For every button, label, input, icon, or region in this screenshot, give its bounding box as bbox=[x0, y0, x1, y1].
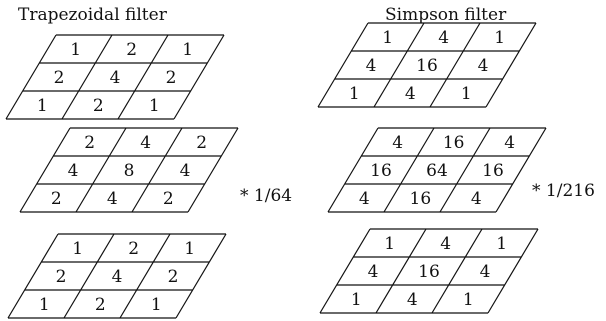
grid-slant-line bbox=[439, 127, 491, 213]
cell-value: 1 bbox=[461, 84, 472, 104]
cell-value: 1 bbox=[37, 96, 48, 116]
cell-value: 1 bbox=[463, 290, 474, 310]
grid-slant-line bbox=[487, 228, 539, 314]
grid-slant-line bbox=[19, 127, 71, 213]
cell-value: 2 bbox=[166, 68, 177, 88]
cell-value: 2 bbox=[56, 267, 67, 287]
cell-value: 4 bbox=[407, 290, 418, 310]
cell-value: 1 bbox=[70, 40, 81, 60]
grid-slant-line bbox=[117, 34, 169, 120]
grid-slant-line bbox=[485, 22, 537, 108]
cell-value: 8 bbox=[124, 161, 135, 181]
grid-slant-line bbox=[431, 228, 483, 314]
grid-slant-line bbox=[131, 127, 183, 213]
cell-value: 2 bbox=[84, 133, 95, 153]
grid-slant-line bbox=[63, 233, 115, 319]
cell-value: 1 bbox=[351, 290, 362, 310]
cell-value: 4 bbox=[359, 189, 370, 209]
cell-value: 4 bbox=[107, 189, 118, 209]
grid-slant-line bbox=[175, 233, 227, 319]
cell-value: 1 bbox=[349, 84, 360, 104]
grid-slant-line bbox=[317, 22, 369, 108]
cell-value: 1 bbox=[384, 234, 395, 254]
cell-value: 4 bbox=[478, 56, 489, 76]
grid-slant-line bbox=[7, 233, 59, 319]
grid-slant-line bbox=[187, 127, 239, 213]
cell-value: 4 bbox=[504, 133, 515, 153]
cell-value: 2 bbox=[126, 40, 137, 60]
grid-slant-line bbox=[327, 127, 379, 213]
cell-value: 1 bbox=[382, 28, 393, 48]
grid-slant-line bbox=[119, 233, 171, 319]
cell-value: 2 bbox=[54, 68, 65, 88]
cell-value: 4 bbox=[440, 234, 451, 254]
simpson-title: Simpson filter bbox=[385, 5, 507, 25]
cell-value: 4 bbox=[68, 161, 79, 181]
grid-slant-line bbox=[495, 127, 547, 213]
cell-value: 1 bbox=[184, 239, 195, 259]
trapezoidal-title: Trapezoidal filter bbox=[18, 5, 168, 25]
cell-value: 2 bbox=[51, 189, 62, 209]
cell-value: 4 bbox=[368, 262, 379, 282]
grid-slant-line bbox=[173, 34, 225, 120]
grid-slant-line bbox=[75, 127, 127, 213]
cell-value: 4 bbox=[392, 133, 403, 153]
cell-value: 2 bbox=[128, 239, 139, 259]
cell-value: 1 bbox=[151, 295, 162, 315]
cell-value: 1 bbox=[39, 295, 50, 315]
grid-slant-line bbox=[375, 228, 427, 314]
cell-value: 4 bbox=[110, 68, 121, 88]
cell-value: 4 bbox=[180, 161, 191, 181]
cell-value: 1 bbox=[494, 28, 505, 48]
cell-value: 64 bbox=[426, 161, 448, 181]
cell-value: 2 bbox=[95, 295, 106, 315]
cell-value: 4 bbox=[405, 84, 416, 104]
cell-value: 1 bbox=[72, 239, 83, 259]
cell-value: 16 bbox=[443, 133, 465, 153]
grid-slant-line bbox=[383, 127, 435, 213]
cell-value: 1 bbox=[496, 234, 507, 254]
cell-value: 2 bbox=[163, 189, 174, 209]
cell-value: 16 bbox=[370, 161, 392, 181]
cell-value: 4 bbox=[112, 267, 123, 287]
grid-slant-line bbox=[319, 228, 371, 314]
cell-value: 16 bbox=[482, 161, 504, 181]
cell-value: 16 bbox=[410, 189, 432, 209]
cell-value: 16 bbox=[416, 56, 438, 76]
cell-value: 4 bbox=[366, 56, 377, 76]
cell-value: 1 bbox=[182, 40, 193, 60]
cell-value: 2 bbox=[168, 267, 179, 287]
cell-value: 16 bbox=[418, 262, 440, 282]
grid-slant-line bbox=[429, 22, 481, 108]
grid-slant-line bbox=[5, 34, 57, 120]
cell-value: 2 bbox=[196, 133, 207, 153]
grid-slant-line bbox=[61, 34, 113, 120]
cell-value: 4 bbox=[140, 133, 151, 153]
cell-value: 4 bbox=[480, 262, 491, 282]
cell-value: 2 bbox=[93, 96, 104, 116]
cell-value: 4 bbox=[471, 189, 482, 209]
simpson-scale-factor: * 1/216 bbox=[532, 181, 595, 201]
cell-value: 1 bbox=[149, 96, 160, 116]
cell-value: 4 bbox=[438, 28, 449, 48]
trapezoidal-scale-factor: * 1/64 bbox=[240, 186, 292, 206]
grid-slant-line bbox=[373, 22, 425, 108]
